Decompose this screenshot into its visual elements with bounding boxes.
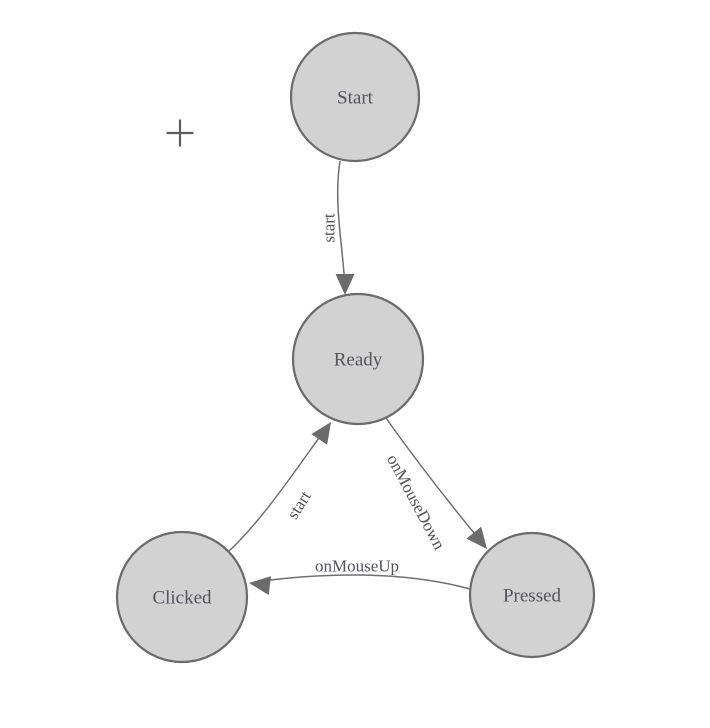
cursor-layer: [166, 119, 194, 147]
node-ready[interactable]: Ready: [291, 292, 425, 426]
edge-line: [253, 574, 471, 590]
arrow-head-icon: [311, 422, 331, 445]
node-shape[interactable]: [115, 530, 249, 664]
node-pressed[interactable]: Pressed: [468, 531, 596, 659]
node-shape[interactable]: [291, 292, 425, 426]
arrow-head-icon: [466, 526, 487, 549]
node-label: Start: [337, 88, 374, 109]
arrow-head-icon: [335, 274, 355, 295]
edge-label: onMouseDown: [383, 451, 449, 553]
node-shape[interactable]: [289, 31, 421, 163]
node-shape[interactable]: [468, 531, 596, 659]
edge-label: onMouseUp: [315, 557, 399, 576]
edge-ready-to-pressed[interactable]: onMouseDown: [383, 417, 494, 555]
arrow-head-icon: [249, 576, 272, 595]
node-label: Ready: [334, 350, 383, 371]
edge-label: start: [320, 213, 339, 243]
node-label: Pressed: [503, 586, 562, 607]
node-clicked[interactable]: Clicked: [115, 530, 249, 664]
edge-start-to-ready[interactable]: start: [320, 160, 355, 295]
crosshair-cursor: [166, 119, 194, 147]
edge-line: [385, 417, 484, 545]
edge-label: start: [283, 487, 315, 522]
edge-pressed-to-clicked[interactable]: onMouseUp: [248, 557, 471, 595]
edge-line: [336, 160, 346, 291]
node-start[interactable]: Start: [289, 31, 421, 163]
node-label: Clicked: [152, 588, 212, 609]
edge-line: [227, 426, 328, 553]
edge-clicked-to-ready[interactable]: start: [227, 417, 339, 553]
